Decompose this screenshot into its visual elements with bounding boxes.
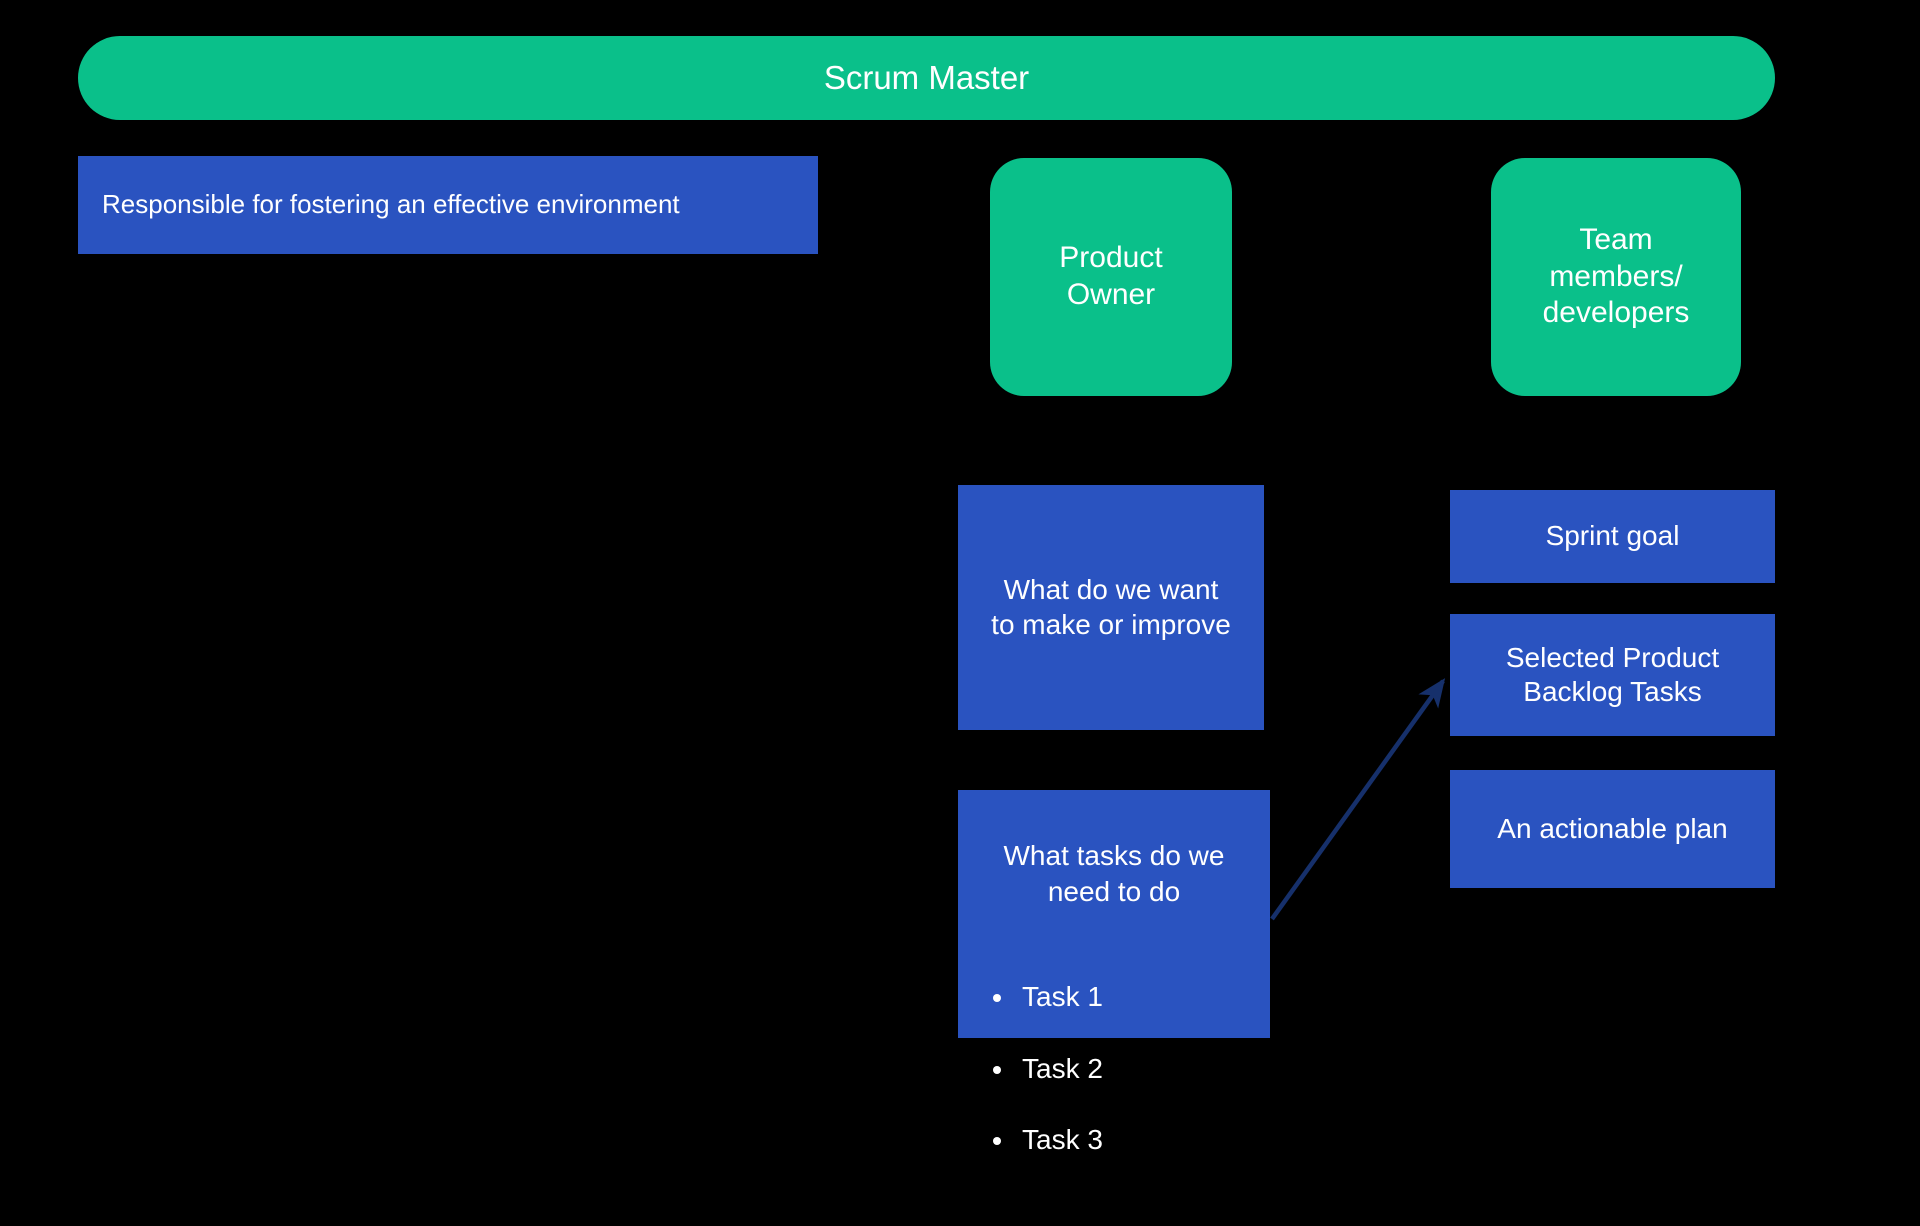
arrow-tasks-to-backlog xyxy=(1270,678,1446,921)
list-item: Task 2 xyxy=(1016,1050,1270,1087)
list-item: Task 1 xyxy=(1016,978,1270,1015)
output-sprint-goal: Sprint goal xyxy=(1450,490,1775,583)
note-team-tasks-title: What tasks do we need to do xyxy=(1003,840,1225,907)
role-product-owner: Product Owner xyxy=(990,158,1232,396)
task-list: Task 1 Task 2 Task 3 xyxy=(958,944,1270,1192)
note-scrum-master-responsibility: Responsible for fostering an effective e… xyxy=(78,156,818,254)
scrum-master-banner: Scrum Master xyxy=(78,36,1775,120)
list-item: Task 3 xyxy=(1016,1121,1270,1158)
role-team-members-developers: Team members/ developers xyxy=(1491,158,1741,396)
output-selected-product-backlog-tasks: Selected Product Backlog Tasks xyxy=(1450,614,1775,736)
diagram-canvas: Scrum Master Responsible for fostering a… xyxy=(0,0,1920,1080)
output-actionable-plan: An actionable plan xyxy=(1450,770,1775,888)
note-product-owner-question: What do we want to make or improve xyxy=(958,485,1264,730)
note-team-tasks: What tasks do we need to do Task 1 Task … xyxy=(958,790,1270,1155)
